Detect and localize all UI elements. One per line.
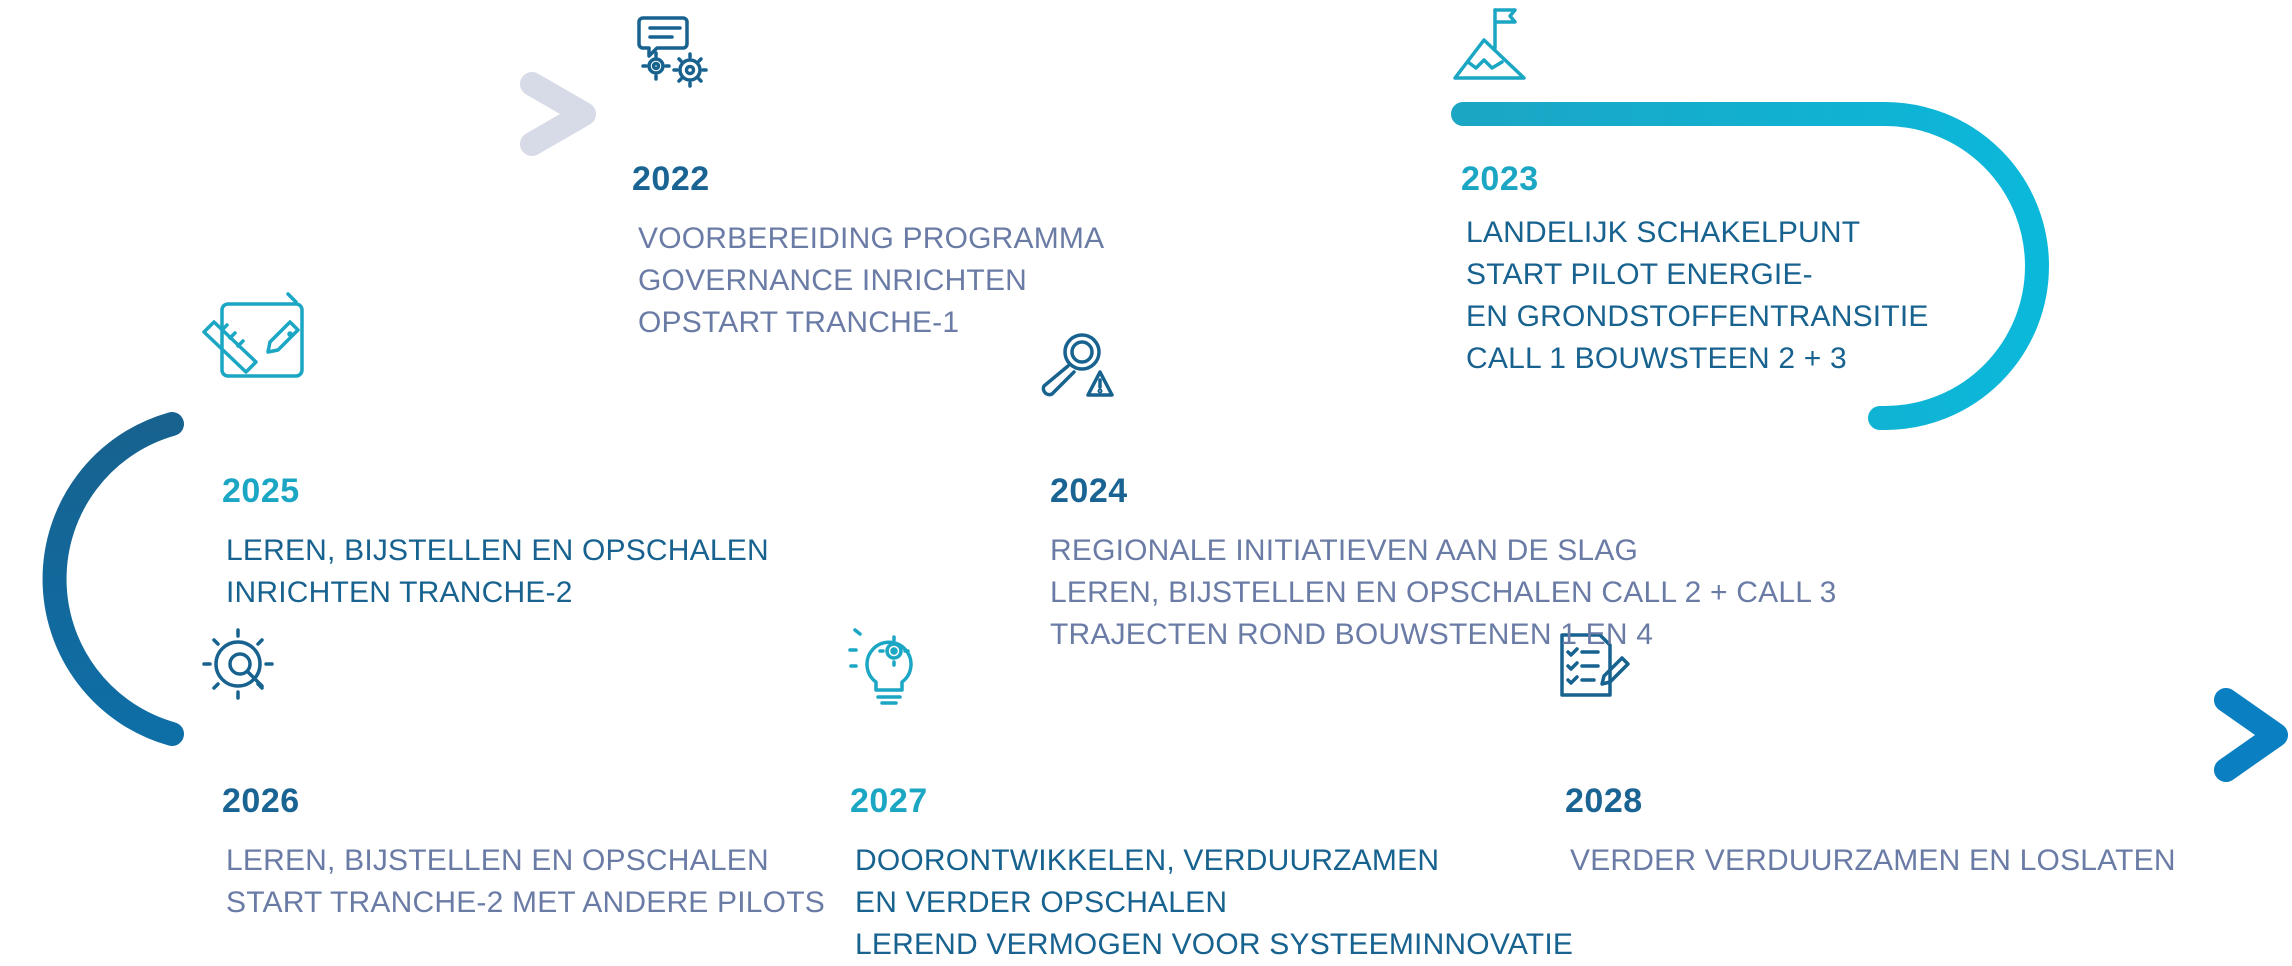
- milestone-2022-list: VOORBEREIDING PROGRAMMA GOVERNANCE INRIC…: [638, 218, 1104, 344]
- mountain-flag-icon: [1453, 8, 1526, 80]
- segment-curve-left: [42, 412, 184, 746]
- year-2027: 2027: [850, 782, 928, 820]
- milestone-2025-list: LEREN, BIJSTELLEN EN OPSCHALEN INRICHTEN…: [226, 530, 769, 614]
- milestone-2024-line: TRAJECTEN ROND BOUWSTENEN 1 EN 4: [1050, 618, 1654, 651]
- gear-magnifier-icon: [202, 628, 274, 700]
- checklist-pen-icon: [1560, 633, 1630, 697]
- chat-gears-icon: [637, 16, 708, 88]
- milestone-2027-list: DOORONTWIKKELEN, VERDUURZAMEN EN VERDER …: [855, 840, 1573, 966]
- ruler-pencil-icon: [202, 292, 304, 378]
- year-2025: 2025: [222, 472, 300, 510]
- milestone-2028-line: VERDER VERDUURZAMEN EN LOSLATEN: [1570, 844, 2176, 877]
- milestone-2026-line: START TRANCHE-2 MET ANDERE PILOTS: [226, 886, 825, 919]
- milestone-2022-line: OPSTART TRANCHE-1: [638, 306, 960, 339]
- milestone-2027-line: EN VERDER OPSCHALEN: [855, 886, 1228, 919]
- milestone-2025-line: INRICHTEN TRANCHE-2: [226, 576, 573, 609]
- milestone-2024-line: REGIONALE INITIATIEVEN AAN DE SLAG: [1050, 534, 1639, 567]
- lightbulb-gear-icon: [848, 628, 913, 705]
- milestone-2023-list: LANDELIJK SCHAKELPUNT START PILOT ENERGI…: [1466, 212, 1929, 380]
- milestone-2023-line: START PILOT ENERGIE-: [1466, 258, 1813, 291]
- milestone-2026-list: LEREN, BIJSTELLEN EN OPSCHALEN START TRA…: [226, 840, 825, 924]
- milestone-2028-list: VERDER VERDUURZAMEN EN LOSLATEN: [1570, 840, 2176, 882]
- milestone-2027-line: LEREND VERMOGEN VOOR SYSTEEMINNOVATIE: [855, 928, 1574, 961]
- milestone-2023-line: CALL 1 BOUWSTEEN 2 + 3: [1466, 342, 1847, 375]
- year-2026: 2026: [222, 782, 300, 820]
- milestone-2023-line: EN GRONDSTOFFENTRANSITIE: [1466, 300, 1929, 333]
- segment-2028-arrow: [1556, 688, 2288, 782]
- milestone-2022-line: VOORBEREIDING PROGRAMMA: [638, 222, 1105, 255]
- year-2024: 2024: [1050, 472, 1128, 510]
- year-2022: 2022: [632, 160, 710, 198]
- milestone-2027-line: DOORONTWIKKELEN, VERDUURZAMEN: [855, 844, 1440, 877]
- magnifier-warning-icon: [1041, 333, 1114, 397]
- milestone-2024-line: LEREN, BIJSTELLEN EN OPSCHALEN CALL 2 + …: [1050, 576, 1837, 609]
- milestone-2024-list: REGIONALE INITIATIEVEN AAN DE SLAG LEREN…: [1050, 530, 1836, 656]
- milestone-2026-line: LEREN, BIJSTELLEN EN OPSCHALEN: [226, 844, 769, 877]
- year-2028: 2028: [1565, 782, 1643, 820]
- milestone-2022-line: GOVERNANCE INRICHTEN: [638, 264, 1028, 297]
- milestone-2023-line: LANDELIJK SCHAKELPUNT: [1466, 216, 1861, 249]
- milestone-2025-line: LEREN, BIJSTELLEN EN OPSCHALEN: [226, 534, 769, 567]
- year-2023: 2023: [1461, 160, 1539, 198]
- segment-2023: [1451, 102, 2049, 430]
- intro-arrow: [0, 72, 596, 156]
